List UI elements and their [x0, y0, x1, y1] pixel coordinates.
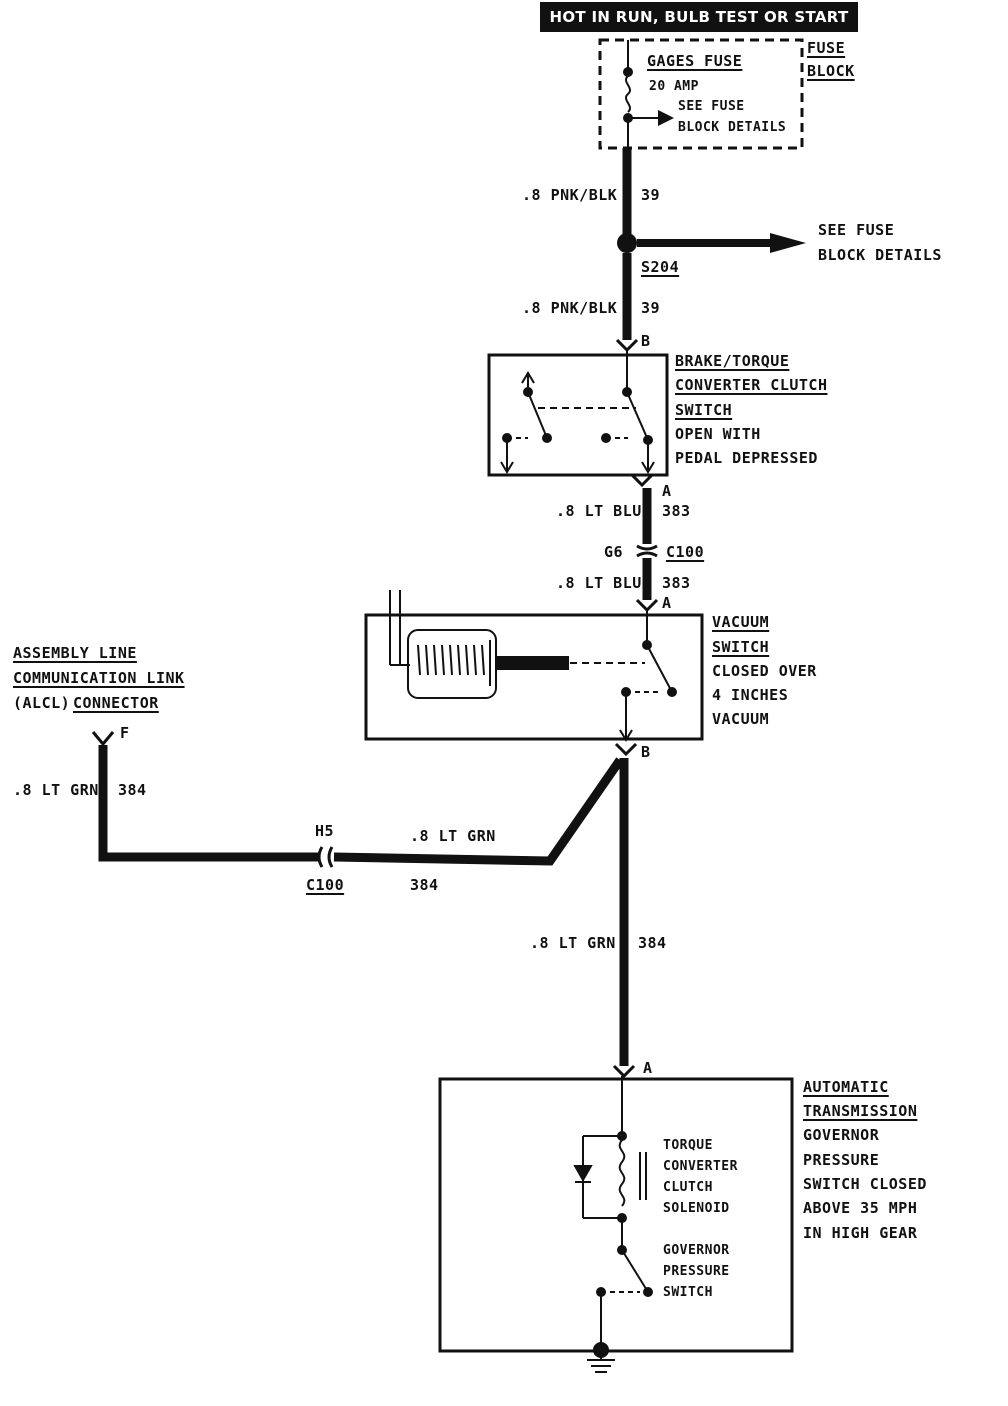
c100-lower-name: C100 — [306, 876, 345, 894]
vacuum-switch-desc-2: 4 INCHES — [712, 686, 789, 704]
alcl-title-2: COMMUNICATION LINK — [13, 669, 185, 687]
wire-384-vertical-circuit: 384 — [638, 934, 667, 952]
gages-fuse-name: GAGES FUSE — [647, 52, 743, 70]
trans-title-2: TRANSMISSION — [803, 1102, 918, 1120]
solenoid-label-1: TORQUE — [663, 1138, 713, 1153]
ground-symbol — [587, 1342, 615, 1373]
vacuum-switch-desc-3: VACUUM — [712, 710, 770, 728]
gages-fuse-rating: 20 AMP — [649, 79, 699, 94]
brake-switch-box — [487, 353, 669, 477]
alcl-pin-f-connector — [91, 731, 115, 747]
solenoid-label-2: CONVERTER — [663, 1159, 738, 1174]
vacuum-switch-pin-b-connector — [614, 742, 638, 757]
wire-384-c100-to-vacuum — [333, 757, 624, 866]
wire-39-lower-circuit: 39 — [641, 299, 661, 317]
vacuum-switch-box — [364, 613, 704, 741]
wire-39-lower-gauge: .8 PNK/BLK — [522, 299, 618, 317]
transmission-box — [438, 1077, 794, 1353]
fuse-detail-line-1: SEE FUSE — [678, 99, 745, 114]
trans-desc-2: PRESSURE — [803, 1151, 880, 1169]
brake-switch-pin-a-connector — [630, 473, 654, 488]
wire-384-mid-gauge: .8 LT GRN — [410, 827, 496, 845]
brake-switch-title-3: SWITCH — [675, 401, 733, 419]
trans-pin-a: A — [643, 1059, 653, 1077]
fuse-block-label-2: BLOCK — [807, 62, 855, 80]
wire-39-upper-gauge: .8 PNK/BLK — [522, 186, 618, 204]
brake-switch-title-1: BRAKE/TORQUE — [675, 352, 790, 370]
alcl-pin-f: F — [120, 724, 130, 742]
brake-switch-title-2: CONVERTER CLUTCH — [675, 376, 828, 394]
solenoid-label-3: CLUTCH — [663, 1180, 713, 1195]
splice-branch-arrow — [770, 233, 806, 253]
splice-s204 — [617, 233, 637, 253]
brake-switch-pin-a: A — [662, 482, 672, 500]
brake-switch-pin-b: B — [641, 332, 651, 350]
splice-detail-line-2: BLOCK DETAILS — [818, 246, 942, 264]
vacuum-switch-contacts — [619, 610, 677, 742]
vacuum-actuator — [389, 590, 645, 699]
splice-detail-line-1: SEE FUSE — [818, 221, 895, 239]
solenoid-circuit — [573, 1076, 653, 1350]
governor-label-2: PRESSURE — [663, 1264, 730, 1279]
governor-label-1: GOVERNOR — [663, 1243, 730, 1258]
vacuum-switch-pin-a: A — [662, 594, 672, 612]
wire-384-alcl-gauge: .8 LT GRN — [13, 781, 99, 799]
connector-c100-upper — [636, 544, 658, 558]
vacuum-switch-desc-1: CLOSED OVER — [712, 662, 817, 680]
wire-383-lower-gauge: .8 LT BLU — [556, 574, 642, 592]
solenoid-label-4: SOLENOID — [663, 1201, 730, 1216]
alcl-title-3-suffix: CONNECTOR — [73, 694, 159, 712]
c100-lower-pin: H5 — [315, 822, 335, 840]
brake-switch-desc-1: OPEN WITH — [675, 425, 761, 443]
gages-fuse-symbol — [623, 40, 674, 148]
wire-39-upper-circuit: 39 — [641, 186, 661, 204]
alcl-title-3-prefix: (ALCL) — [13, 694, 71, 712]
brake-switch-pin-b-connector — [615, 338, 639, 353]
vacuum-switch-pin-b: B — [641, 743, 651, 761]
trans-title-1: AUTOMATIC — [803, 1078, 889, 1096]
fuse-block-label-1: FUSE — [807, 39, 846, 57]
alcl-title-1: ASSEMBLY LINE — [13, 644, 137, 662]
c100-upper-name: C100 — [666, 543, 705, 561]
wire-384-mid-circuit: 384 — [410, 876, 439, 894]
trans-desc-4: ABOVE 35 MPH — [803, 1199, 918, 1217]
wire-383-upper-gauge: .8 LT BLU — [556, 502, 642, 520]
brake-switch-desc-2: PEDAL DEPRESSED — [675, 449, 818, 467]
wire-384-alcl-to-c100 — [98, 745, 320, 862]
fuse-block-outline — [598, 38, 804, 150]
power-source-banner: HOT IN RUN, BULB TEST OR START — [540, 2, 858, 32]
governor-label-3: SWITCH — [663, 1285, 713, 1300]
vacuum-switch-title-2: SWITCH — [712, 638, 770, 656]
brake-switch-contacts — [500, 350, 655, 474]
trans-desc-5: IN HIGH GEAR — [803, 1224, 918, 1242]
trans-desc-1: GOVERNOR — [803, 1126, 880, 1144]
splice-s204-label: S204 — [641, 258, 680, 276]
vacuum-switch-title-1: VACUUM — [712, 613, 770, 631]
wire-384-vertical-gauge: .8 LT GRN — [530, 934, 616, 952]
wire-383-upper-circuit: 383 — [662, 502, 691, 520]
wire-383-lower-circuit: 383 — [662, 574, 691, 592]
c100-upper-pin: G6 — [604, 543, 624, 561]
wire-384-alcl-circuit: 384 — [118, 781, 147, 799]
connector-c100-lower — [317, 846, 334, 868]
fuse-detail-line-2: BLOCK DETAILS — [678, 120, 787, 135]
trans-desc-3: SWITCH CLOSED — [803, 1175, 927, 1193]
vacuum-switch-pin-a-connector — [635, 598, 659, 613]
trans-pin-a-connector — [612, 1064, 636, 1079]
